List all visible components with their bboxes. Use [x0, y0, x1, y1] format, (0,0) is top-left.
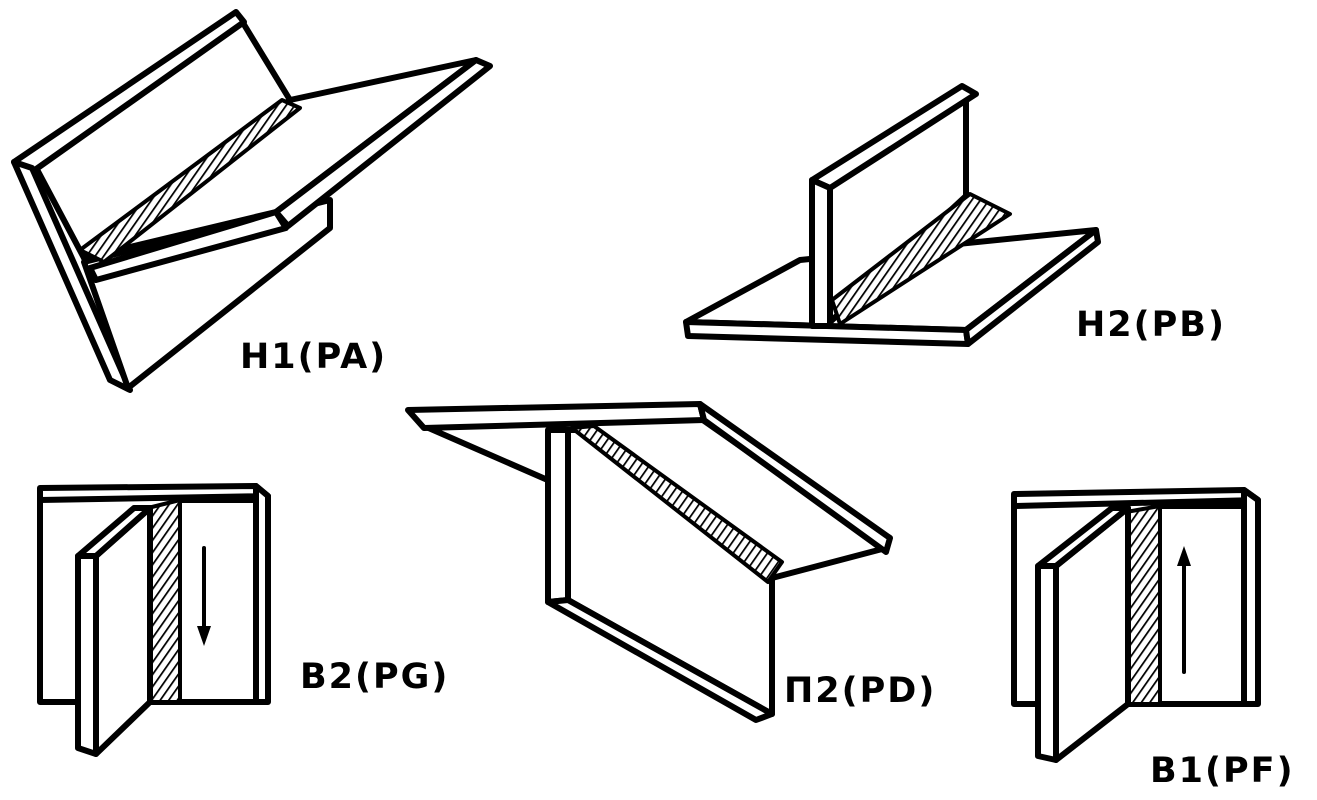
h2-pb-label: H2(PB) — [1076, 305, 1226, 345]
v1-pf-figure: B1(PF) — [1011, 487, 1295, 791]
v2-front-plate-edge — [75, 553, 99, 757]
v2-inner-plane — [173, 497, 259, 705]
v1-front-plate-top-edge — [1035, 505, 1131, 569]
v1-weld-bead — [1124, 504, 1162, 706]
h1-pa-figure: H1(PA) — [11, 9, 493, 393]
h1-weld-bead — [78, 98, 302, 264]
p2-weld-bead — [570, 424, 784, 584]
h1-front-plate-side-edge — [273, 57, 493, 229]
h1-pa-label: H1(PA) — [240, 337, 387, 377]
v1-direction-arrow-icon — [1177, 546, 1191, 566]
v2-pg-label: B2(PG) — [300, 657, 449, 697]
v1-inner-plane — [1155, 503, 1247, 707]
h2-weld-bead — [830, 192, 1012, 326]
v2-front-plate-top-edge — [75, 505, 153, 559]
v1-front-plate-edge — [1035, 563, 1059, 763]
h2-pb-figure: H2(PB) — [683, 83, 1226, 347]
p2-web-front-edge — [545, 427, 571, 605]
p2-web-bottom-edge — [545, 597, 775, 723]
v2-direction-arrow-icon — [197, 626, 211, 646]
p2-top-plate-side-edge — [697, 401, 893, 555]
h2-web-front-edge — [809, 177, 833, 329]
p2-pd-figure: П2(PD) — [405, 401, 936, 723]
v1-pf-label: B1(PF) — [1150, 751, 1295, 791]
v2-pg-figure: B2(PG) — [37, 483, 449, 757]
h2-base-plate-side-edge — [963, 227, 1101, 347]
p2-pd-label: П2(PD) — [784, 671, 936, 711]
